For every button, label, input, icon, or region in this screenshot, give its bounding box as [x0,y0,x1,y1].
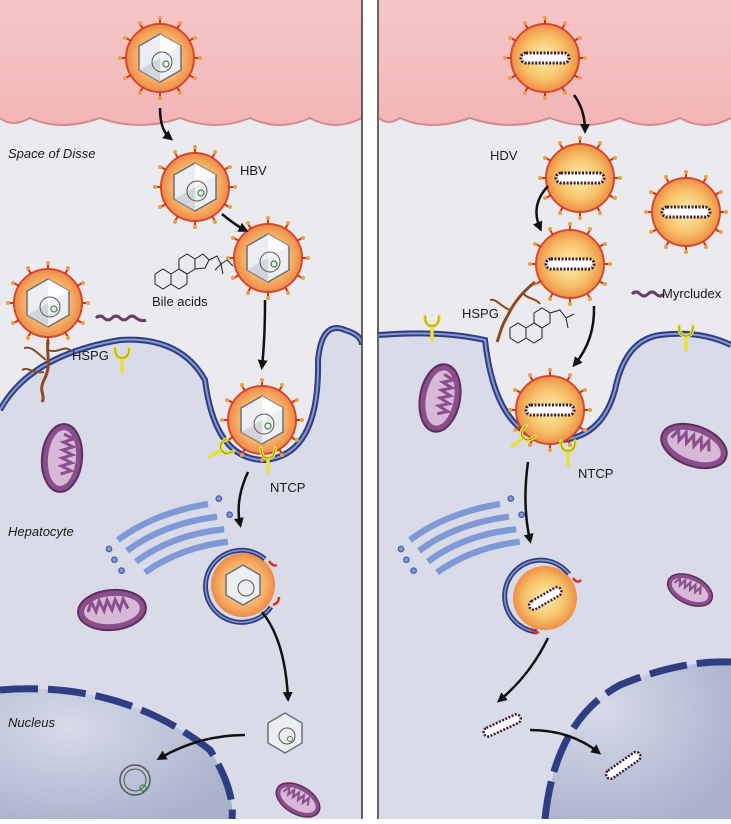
nucleus [0,688,233,819]
right-endothelium [378,116,731,126]
right-arrow-4 [523,461,534,544]
right-arrow-3 [572,305,596,368]
label-hepatocyte: Hepatocyte [8,524,74,539]
plasma-membrane-inner [0,327,363,462]
myrcludex-peptide [630,290,666,298]
label-ntcp-right: NTCP [578,466,613,481]
right-arrow-5 [496,637,550,703]
right-nuclear-envelope [541,658,731,820]
arrow-3 [257,299,268,370]
right-nucleus [545,661,731,819]
arrow-4 [233,471,250,528]
right-arrow-6 [529,728,602,755]
panel-gap [362,0,378,819]
label-bile-acids: Bile acids [152,294,208,309]
label-hdv: HDV [490,148,518,163]
right-arrow-1 [572,94,590,134]
hdv-rnp-1 [482,713,523,738]
hbv-capsid [267,712,303,754]
label-ntcp-left: NTCP [270,480,305,495]
hspg-right [495,280,536,343]
endothelium [0,116,363,126]
label-hspg-right: HSPG [462,306,499,321]
label-myrcludex: Myrcludex [662,286,722,301]
hspg-left [40,339,50,403]
cccdna [119,764,151,796]
left-panel: Space of Disse HBV Bile acids HSPG NTCP … [0,0,365,824]
arrow-1 [158,107,174,141]
nuclear-envelope [0,685,236,820]
hdv-rnp-2 [604,750,642,781]
arrow-2 [221,213,249,232]
right-arrow-2 [533,185,549,232]
arrow-6 [156,733,246,760]
label-hspg-left: HSPG [72,348,109,363]
label-space-of-disse: Space of Disse [8,146,95,161]
hbv-endosome [203,547,281,625]
hdv-endosome [502,557,582,635]
label-hbv: HBV [240,163,267,178]
bile-acid-structure-right [509,307,575,344]
right-panel: HDV Myrcludex HSPG NTCP [378,0,731,820]
peptide-left [94,314,147,323]
bile-acid-structure [154,253,234,290]
arrow-5 [261,611,293,702]
label-nucleus: Nucleus [8,715,55,730]
